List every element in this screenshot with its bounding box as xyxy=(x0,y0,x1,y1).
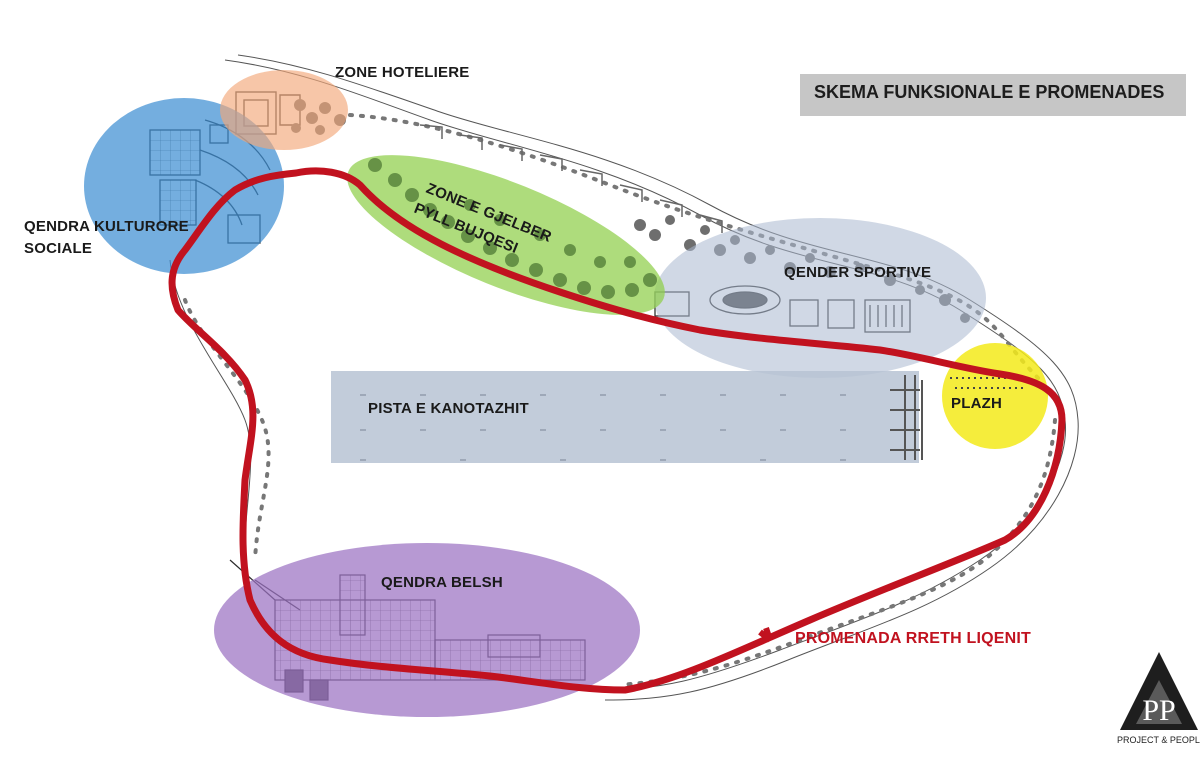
promenade-route xyxy=(168,167,1066,694)
zone-sport-ellipse xyxy=(654,218,986,378)
canoe-docks xyxy=(890,375,923,460)
label-zone-beach: PLAZH xyxy=(951,395,1002,412)
logo-mark: PP xyxy=(1142,694,1175,727)
zone-cultural-ellipse xyxy=(84,98,284,274)
zone-green-ellipse xyxy=(347,155,665,315)
label-zone-hotel: ZONE HOTELIERE xyxy=(335,64,470,81)
label-canoe-track: PISTA E KANOTAZHIT xyxy=(368,400,529,417)
logo-text: PROJECT & PEOPLE xyxy=(1117,735,1200,745)
zone-belsh-ellipse xyxy=(214,543,640,717)
label-promenade: PROMENADA RRETH LIQENIT xyxy=(795,630,1032,647)
project-people-logo: PP xyxy=(1120,652,1198,730)
label-cultural-line1: QENDRA KULTURORE xyxy=(24,218,189,235)
map-title: SKEMA FUNKSIONALE E PROMENADES xyxy=(814,82,1165,102)
canoe-lane-markers xyxy=(360,394,846,461)
zone-hotel-ellipse xyxy=(220,70,348,150)
north-buildings xyxy=(419,124,723,233)
label-cultural-line2: SOCIALE xyxy=(24,240,93,257)
canoe-track xyxy=(331,371,919,463)
label-zone-belsh: QENDRA BELSH xyxy=(381,574,503,591)
route-arrow xyxy=(758,627,773,643)
title-banner xyxy=(800,74,1186,116)
label-zone-sport: QENDER SPORTIVE xyxy=(784,264,932,281)
green-zone-trees xyxy=(368,158,657,299)
